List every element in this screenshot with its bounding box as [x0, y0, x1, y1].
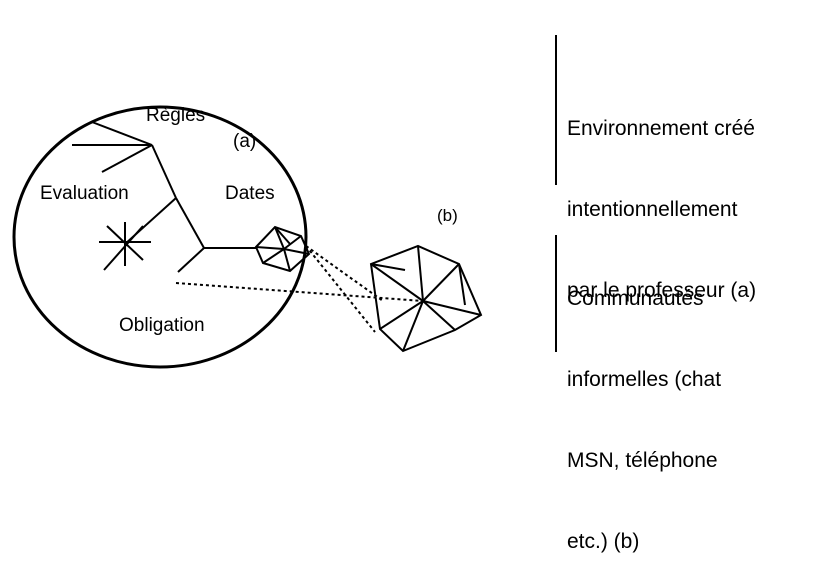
label-regles: Règles — [146, 105, 205, 126]
dotted-connectors — [175, 245, 424, 333]
environment-ellipse — [12, 105, 308, 369]
dates-polygon — [254, 225, 311, 273]
label-b-marker: (b) — [437, 206, 458, 225]
legend-communities-line: informelles (chat — [567, 368, 722, 391]
legend-communities-line: etc.) (b) — [567, 530, 640, 553]
legend-communities: Communautés informelles (chat MSN, télép… — [567, 231, 721, 582]
legend-communities-line: Communautés — [567, 287, 704, 310]
label-dates: Dates — [225, 183, 275, 204]
legend-environment: Environnement créé intentionnellement pa… — [567, 61, 756, 331]
branch-structure — [72, 121, 257, 273]
label-a-marker: (a) — [233, 131, 256, 152]
legend-environment-line: Environnement créé — [567, 117, 755, 140]
legend-environment-line: intentionnellement — [567, 198, 738, 221]
communities-polygon — [369, 244, 483, 353]
legend-environment-line: par le professeur (a) — [567, 279, 757, 302]
legend-communities-line: MSN, téléphone — [567, 449, 718, 472]
label-obligation: Obligation — [119, 315, 205, 336]
label-evaluation: Evaluation — [40, 183, 129, 204]
diagram-canvas: Règles (a) Evaluation Dates Obligation (… — [12, 35, 557, 369]
